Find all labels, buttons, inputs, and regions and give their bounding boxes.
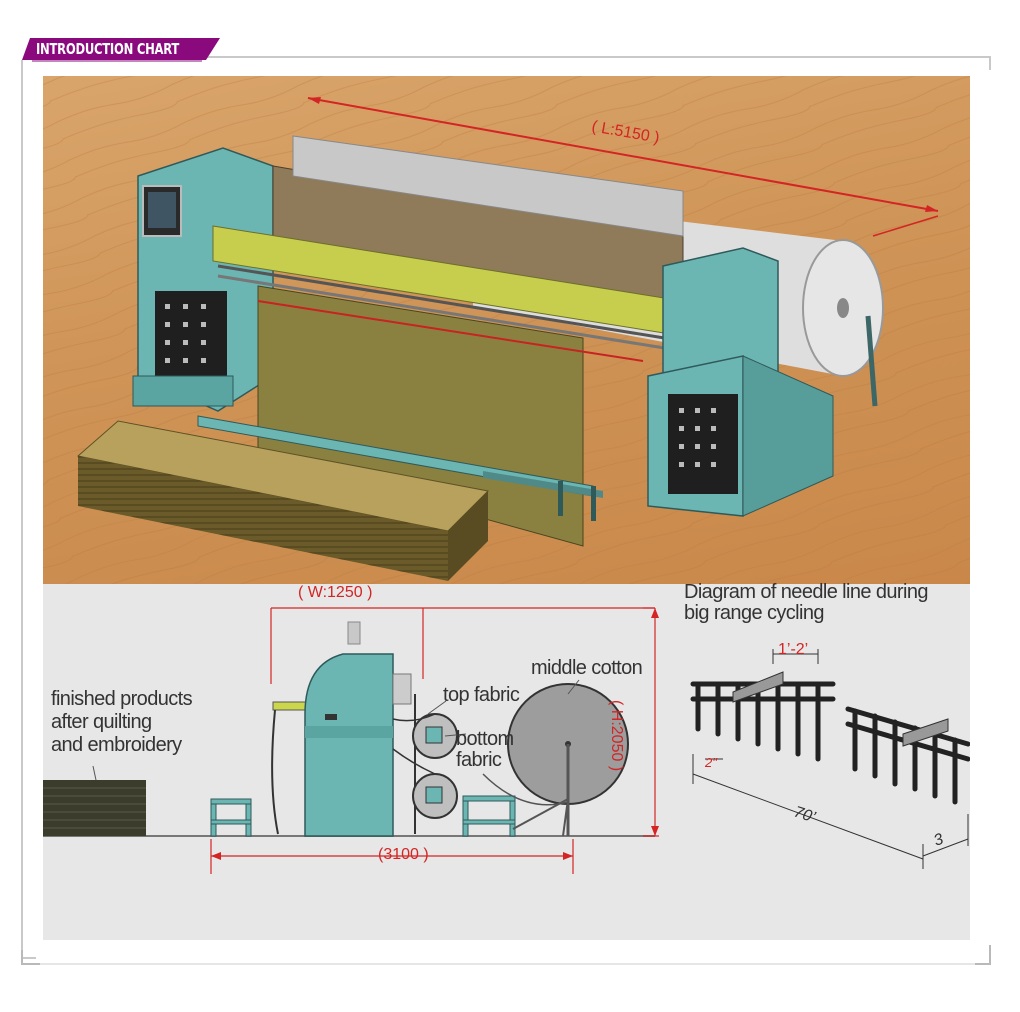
- left-head: [132, 147, 274, 412]
- top-fabric-label: top fabric: [443, 684, 520, 706]
- fabric-rollers: [392, 694, 467, 834]
- middle-cotton-label: middle cotton: [531, 657, 643, 679]
- finished-products-label: finished products after quilting and emb…: [51, 688, 193, 756]
- section-banner: INTRODUCTION CHART: [22, 34, 220, 62]
- height-label: ( H:2050 ): [608, 700, 625, 772]
- finished-stack: [76, 420, 490, 581]
- quilting-gantry: [212, 135, 684, 353]
- needle-spacing-label: 1’-2’: [778, 641, 808, 658]
- section-title: INTRODUCTION CHART: [36, 40, 180, 58]
- right-head: [647, 247, 834, 517]
- bottom-fabric-label: bottom fabric: [456, 728, 514, 771]
- needle-small-label: 2": [704, 755, 718, 770]
- depth-label: (3100 ): [378, 846, 429, 863]
- finished-products-stack: [43, 780, 146, 836]
- conveyor-table: [197, 415, 603, 521]
- side-view-panel: 1’-2’ 2" 70’ 3 ( W:1250 ) ( H:2050 ) (31…: [43, 581, 971, 940]
- side-table-right: [462, 795, 516, 837]
- machine-rendering: ( L:5150 ): [43, 76, 970, 584]
- needle-length-label: 70’: [792, 804, 818, 827]
- needle-depth-label: 3: [932, 831, 946, 850]
- machine-side-view: [271, 621, 412, 837]
- cotton-roll: [482, 679, 629, 837]
- needle-bar-left: [690, 681, 836, 762]
- needle-diagram-title: Diagram of needle line during big range …: [684, 581, 928, 624]
- width-label: ( W:1250 ): [298, 584, 373, 601]
- needle-bar-right: [845, 706, 971, 805]
- side-table-left: [210, 798, 252, 837]
